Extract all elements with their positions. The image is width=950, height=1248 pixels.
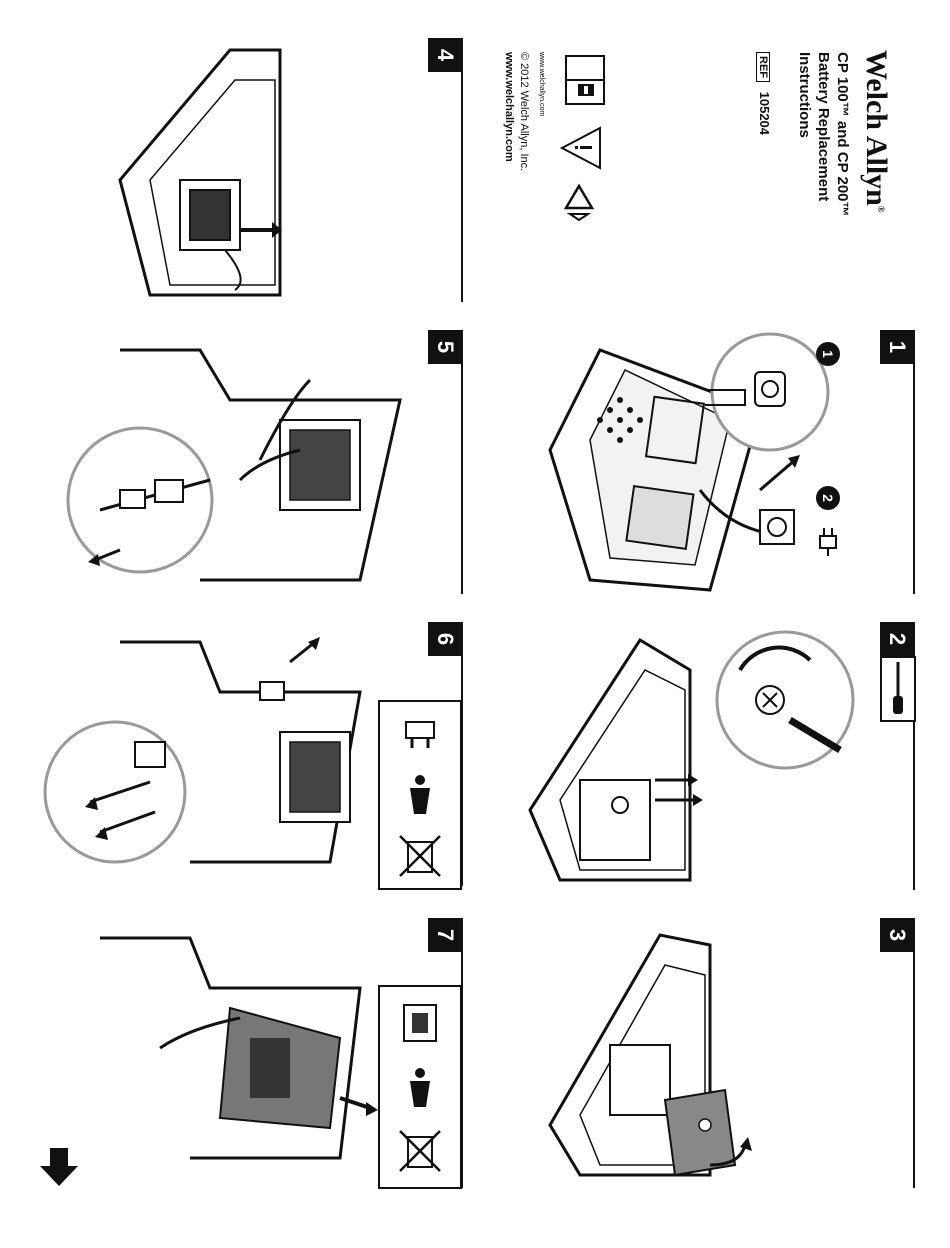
step-6-symbol-box — [378, 700, 462, 890]
title-line-1: CP 100™ and CP 200™ — [833, 52, 852, 217]
screwdriver-icon — [880, 656, 916, 722]
callout-2-badge: 2 — [816, 486, 840, 510]
brand-logo: Welch Allyn® — [859, 50, 893, 213]
plug-icon — [816, 526, 840, 556]
title-line-2: Battery Replacement — [814, 52, 833, 217]
callout-1-badge: 1 — [816, 342, 840, 366]
step-7-illustration — [40, 928, 380, 1188]
step-1-illustration: 1 2 — [530, 330, 870, 600]
step-3-divider — [913, 918, 915, 1188]
step-4-number: 4 — [428, 38, 462, 72]
small-url: www.welchallyn.com — [538, 52, 545, 116]
recycle-person-icon — [398, 770, 442, 818]
step-5-divider — [461, 330, 463, 594]
step-3-illustration — [540, 925, 880, 1185]
ref-number: 105204 — [757, 92, 772, 135]
step-4-illustration — [110, 40, 420, 300]
step-1-divider — [913, 330, 915, 594]
step-2-illustration — [520, 630, 870, 890]
step-4-divider — [461, 38, 463, 302]
ref-line: REF 105204 — [757, 52, 772, 135]
step-5-number: 5 — [428, 330, 462, 364]
warning-icon — [556, 124, 604, 172]
crossed-bin-icon — [396, 832, 444, 880]
step-6-illustration — [40, 632, 370, 892]
step-6-number: 6 — [428, 622, 462, 656]
ref-label: REF — [756, 52, 770, 82]
battery-pack-icon — [394, 997, 446, 1049]
website: www.welchallyn.com — [503, 52, 515, 162]
down-arrow-icon — [38, 1146, 80, 1188]
step-7-symbol-box — [378, 985, 462, 1189]
title-line-3: Instructions — [795, 52, 814, 217]
fuse-icon — [398, 712, 442, 756]
recycle-icon — [556, 180, 602, 226]
step-1-number: 1 — [880, 330, 914, 364]
recycle-person-icon-2 — [398, 1063, 442, 1111]
crossed-bin-icon-2 — [396, 1127, 444, 1175]
step-3-number: 3 — [880, 918, 914, 952]
step-5-illustration — [60, 340, 420, 600]
read-manual-icon — [560, 52, 610, 108]
step-2-number: 2 — [880, 622, 914, 656]
document-title: CP 100™ and CP 200™ Battery Replacement … — [795, 52, 852, 217]
step-7-number: 7 — [428, 918, 462, 952]
copyright: © 2012 Welch Allyn, Inc. — [518, 52, 530, 171]
